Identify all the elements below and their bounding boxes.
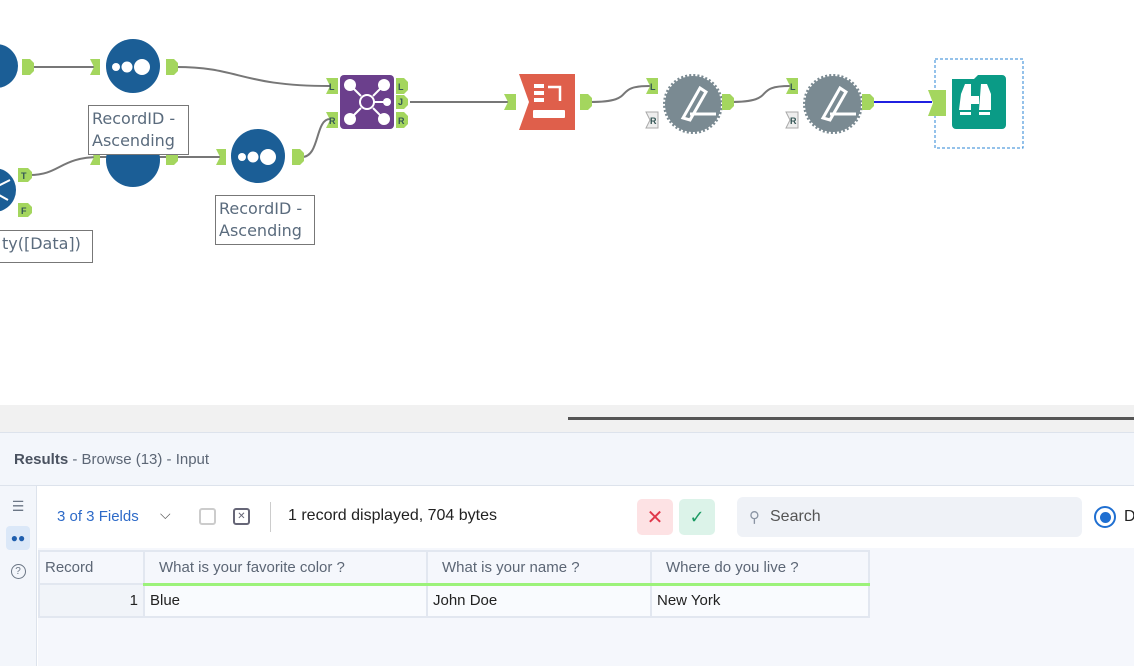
divider [270,502,271,532]
checkbox-select-all-icon[interactable] [199,508,216,525]
output-anchor [18,59,34,217]
record-cell[interactable]: 1 [38,583,145,618]
binoculars-icon[interactable]: ●● [6,526,30,550]
results-grid: Record What is your favorite color ? Wha… [38,548,1134,666]
annotation-text: RecordID - Ascending [219,199,303,240]
radio-button[interactable] [1094,506,1116,528]
annotation-text: RecordID - Ascending [92,109,176,150]
horizontal-scrollbar[interactable] [568,417,1134,420]
chevron-down-icon[interactable]: ⌵ [160,506,171,522]
table-header-row: Record What is your favorite color ? Wha… [38,550,870,586]
svg-text:F: F [21,206,27,216]
annotation-filter: ty([Data]) [0,230,93,263]
search-input[interactable]: ⚲ Search [737,497,1082,537]
column-header[interactable]: What is your name ? [426,550,652,586]
connection [175,66,331,87]
fields-dropdown[interactable]: 3 of 3 Fields [57,508,139,525]
connection [589,85,651,103]
record-id-tool [216,129,304,183]
transpose-tool [504,74,592,130]
column-header-record[interactable]: Record [38,550,145,585]
list-icon[interactable]: ☰ [11,497,25,514]
browse-tool [928,58,1024,149]
table-cell[interactable]: John Doe [426,583,652,618]
results-toolbar: 3 of 3 Fields ⌵ ✕ 1 record displayed, 70… [38,486,1134,548]
connection [729,85,791,103]
deselect-all-icon[interactable]: ✕ [233,508,250,525]
filter-tool [0,44,18,212]
results-header: Results - Browse (13) - Input [0,432,1134,486]
svg-text:L: L [329,82,335,92]
svg-text:T: T [21,171,27,181]
annotation-recordid: RecordID - Ascending [88,105,189,155]
workflow-diagram: T F L R LJR L R [0,39,1024,217]
column-header[interactable]: Where do you live ? [650,550,870,586]
results-title: Results [14,451,69,468]
record-id-tool [90,39,178,93]
svg-text:R: R [398,116,405,126]
record-count: 1 record displayed, 704 bytes [288,507,498,524]
column-header[interactable]: What is your favorite color ? [143,550,428,586]
close-icon: ✕ [646,506,664,529]
results-table: Record What is your favorite color ? Wha… [38,550,870,618]
search-icon: ⚲ [749,509,760,526]
svg-text:R: R [790,116,797,126]
annotation-recordid: RecordID - Ascending [215,195,315,245]
apply-button[interactable]: ✓ [679,499,715,535]
formula-tool: L R [785,74,874,134]
check-icon: ✓ [689,506,705,527]
svg-text:L: L [790,82,796,92]
results-subtitle: - Browse (13) - Input [68,451,210,468]
svg-text:R: R [329,116,336,126]
table-row: 1 Blue John Doe New York [38,583,870,618]
svg-text:R: R [650,116,657,126]
table-cell[interactable]: New York [650,583,870,618]
table-cell[interactable]: Blue [143,583,428,618]
results-sidebar: ☰ ●● ? [0,486,37,666]
cancel-button[interactable]: ✕ [637,499,673,535]
join-tool: L R LJR [326,75,408,129]
help-icon[interactable]: ? [6,559,30,583]
formula-tool: L R [645,74,734,134]
connection [301,118,331,158]
svg-text:L: L [650,82,656,92]
svg-text:J: J [398,97,403,107]
radio-label: D [1124,508,1134,525]
svg-text:L: L [398,82,404,92]
search-placeholder: Search [770,508,821,525]
annotation-text: ty([Data]) [2,234,81,253]
